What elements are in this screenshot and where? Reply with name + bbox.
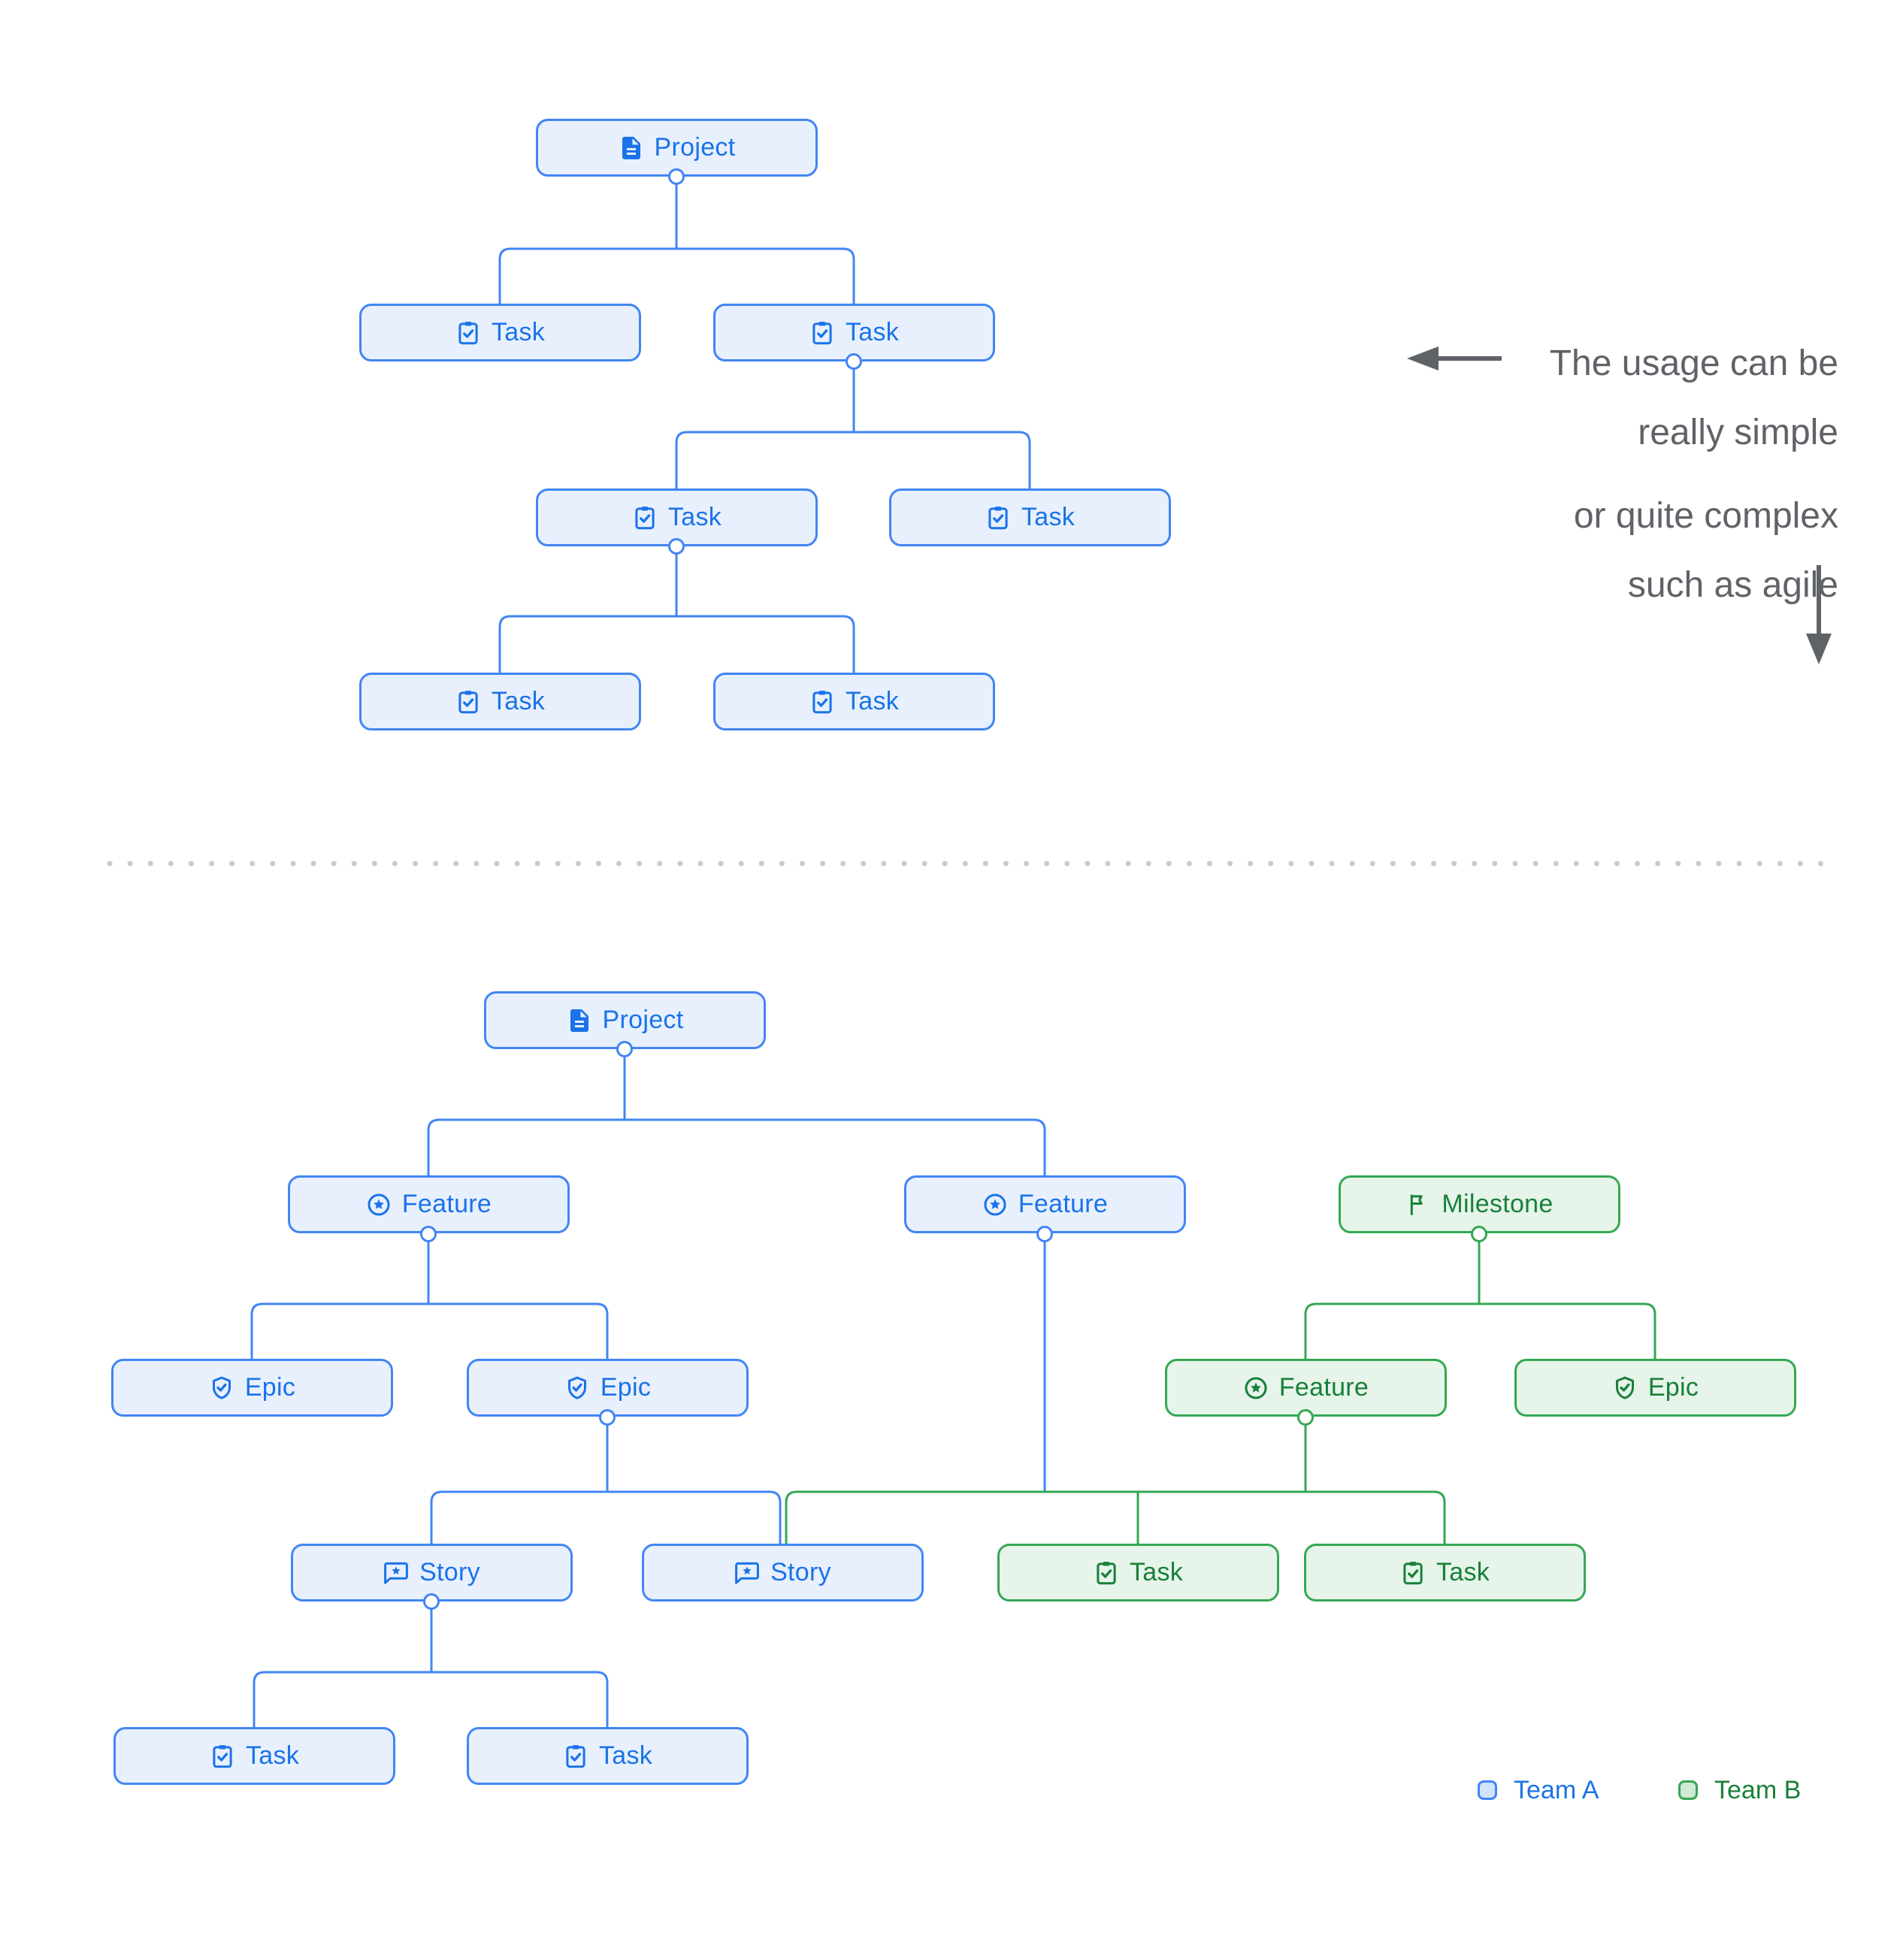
task-icon [812,321,832,344]
node-label: Project [602,1006,684,1034]
team-b-swatch-icon [1678,1780,1698,1800]
project-icon [570,1009,588,1032]
node-label: Epic [600,1373,652,1402]
task-icon [1097,1561,1116,1584]
task-icon [213,1744,232,1768]
feature-icon [368,1193,390,1216]
annotation-line-1: The usage can be [1549,343,1838,383]
node-feature: Feature [903,1175,1186,1233]
node-task: Task [888,488,1171,546]
node-project: Project [535,119,818,177]
task-icon [566,1744,585,1768]
node-epic: Epic [1514,1359,1796,1417]
annotation-line-2: really simple [1638,413,1838,452]
node-feature: Feature [1164,1359,1447,1417]
node-task: Task [113,1727,395,1785]
node-task: Task [1303,1544,1586,1602]
node-label: Story [770,1558,831,1586]
node-task: Task [359,304,641,361]
node-label: Feature [1278,1373,1369,1402]
node-epic: Epic [466,1359,749,1417]
node-feature: Feature [287,1175,570,1233]
epic-icon [1615,1376,1634,1399]
node-label: Task [1021,503,1076,531]
node-label: Task [491,687,546,715]
node-story: Story [290,1544,573,1602]
team-a-swatch-icon [1478,1780,1497,1800]
task-icon [458,321,478,344]
node-task: Task [997,1544,1279,1602]
annotation-line-3: or quite complex [1573,496,1838,536]
node-label: Milestone [1442,1190,1554,1218]
node-label: Feature [401,1190,492,1218]
node-label: Project [654,133,736,162]
feature-icon [1245,1376,1267,1399]
node-label: Task [667,503,722,531]
story-icon [384,1562,408,1584]
node-label: Task [845,687,900,715]
task-icon [812,690,832,713]
node-milestone: Milestone [1338,1175,1620,1233]
story-icon [735,1562,759,1584]
annotation-line-4: such as agile [1627,565,1838,605]
node-label: Task [245,1741,300,1770]
epic-icon [212,1376,231,1399]
milestone-icon [1411,1194,1423,1215]
legend-label-team-b: Team B [1714,1775,1802,1804]
task-icon [635,506,655,529]
legend-item-team-a: Team A [1478,1775,1599,1804]
legend-label-team-a: Team A [1514,1775,1599,1804]
node-task: Task [466,1727,749,1785]
node-task: Task [712,304,995,361]
node-task: Task [535,488,818,546]
node-label: Task [845,318,900,346]
task-icon [1403,1561,1423,1584]
task-icon [988,506,1008,529]
node-label: Epic [1647,1373,1699,1402]
node-story: Story [641,1544,924,1602]
node-label: Task [598,1741,653,1770]
node-label: Story [419,1558,480,1586]
node-project: Project [483,991,766,1049]
node-task: Task [712,673,995,730]
node-label: Feature [1018,1190,1109,1218]
annotation-text: The usage can be really simple or quite … [1222,329,1838,620]
epic-icon [567,1376,586,1399]
node-task: Task [359,673,641,730]
node-label: Task [1436,1558,1490,1586]
task-icon [458,690,478,713]
node-label: Task [1129,1558,1184,1586]
node-epic: Epic [110,1359,393,1417]
node-label: Task [491,318,546,346]
project-icon [622,136,640,159]
feature-icon [984,1193,1006,1216]
legend-item-team-b: Team B [1678,1775,1802,1804]
node-label: Epic [244,1373,296,1402]
